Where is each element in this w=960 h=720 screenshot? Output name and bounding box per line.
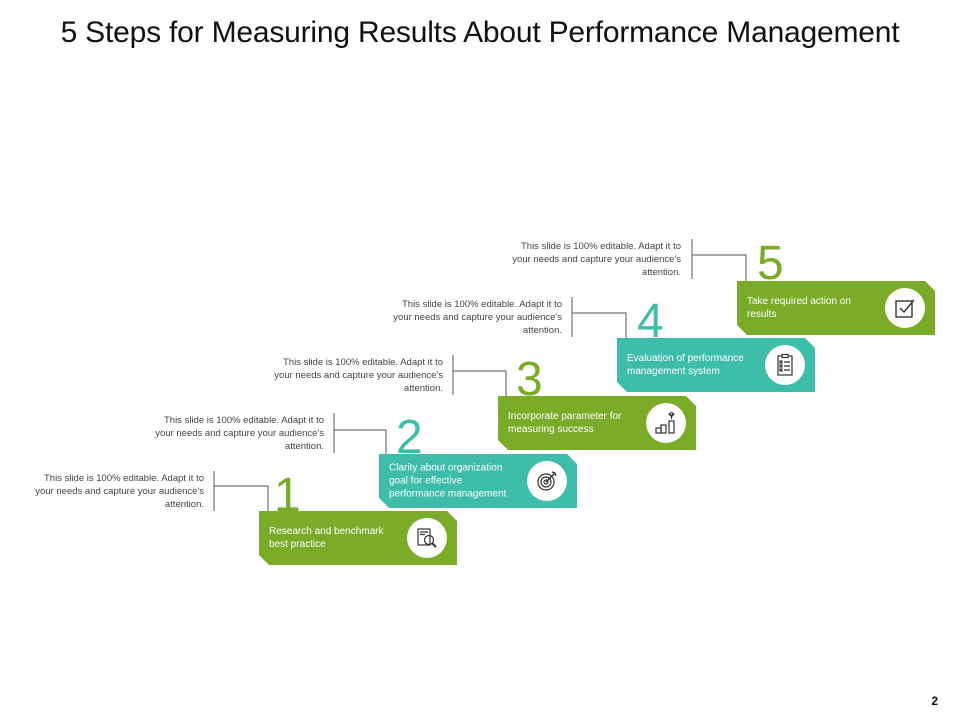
step-label-3: Incorporate parameter for measuring succ…	[508, 411, 622, 435]
step-label-2: Clarity about organization goal for effe…	[389, 462, 507, 500]
step-label-5: Take required action on results	[747, 296, 851, 320]
step-number-2: 2	[396, 411, 423, 464]
step-description-5: This slide is 100% editable. Adapt it to…	[512, 241, 681, 278]
page-number: 2	[931, 694, 938, 708]
step-box-1: Research and benchmark best practice	[259, 511, 457, 565]
step-number-3: 3	[516, 353, 543, 406]
step-label-4: Evaluation of performance management sys…	[627, 353, 744, 377]
step-description-3: This slide is 100% editable. Adapt it to…	[274, 357, 443, 394]
research-magnifier-icon	[407, 518, 447, 558]
step-box-4: Evaluation of performance management sys…	[617, 338, 815, 392]
step-box-5: Take required action on results	[737, 281, 935, 335]
success-podium-icon	[646, 403, 686, 443]
step-label-1: Research and benchmark best practice	[269, 526, 384, 550]
checkbox-icon	[885, 288, 925, 328]
checklist-clipboard-icon	[765, 345, 805, 385]
step-box-2: Clarity about organization goal for effe…	[379, 454, 577, 508]
step-description-2: This slide is 100% editable. Adapt it to…	[155, 415, 324, 452]
connector-line-5	[692, 254, 747, 282]
connector-line-4	[572, 312, 627, 340]
connector-line-2	[334, 429, 387, 456]
step-number-4: 4	[637, 295, 664, 348]
connector-line-3	[453, 370, 507, 398]
step-number-5: 5	[757, 237, 784, 290]
page-title: 5 Steps for Measuring Results About Perf…	[60, 16, 900, 49]
step-description-4: This slide is 100% editable. Adapt it to…	[393, 299, 562, 336]
connector-line-1	[213, 482, 269, 512]
step-box-3: Incorporate parameter for measuring succ…	[498, 396, 696, 450]
step-description-1: This slide is 100% editable. Adapt it to…	[35, 473, 204, 510]
target-icon	[527, 461, 567, 501]
